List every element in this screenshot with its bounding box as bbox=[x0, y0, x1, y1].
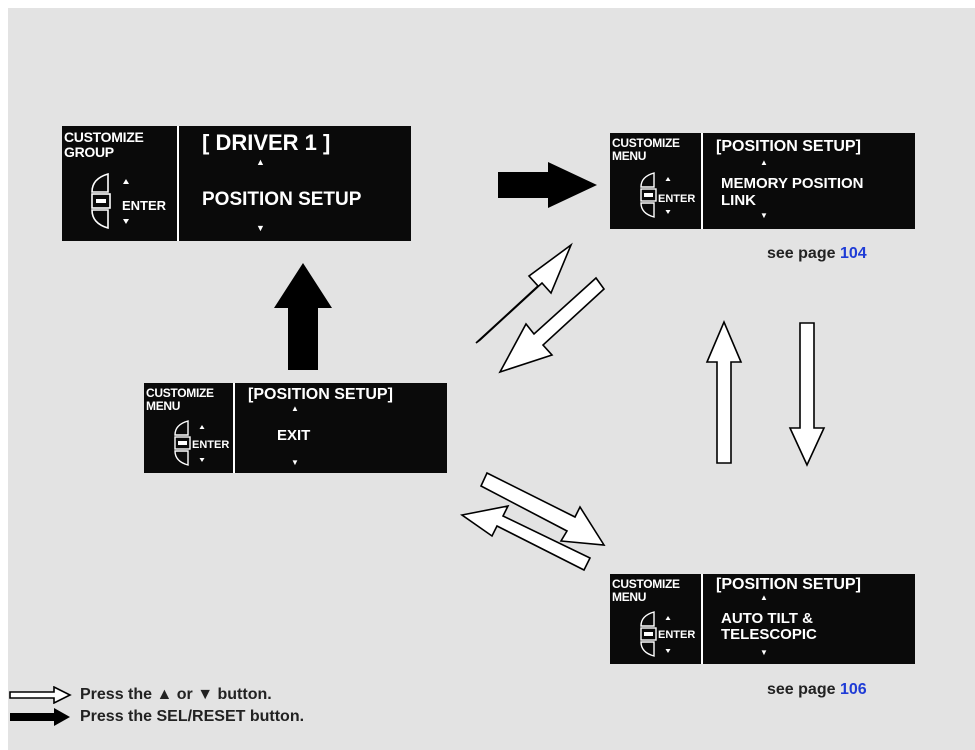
customize-label: CUSTOMIZE MENU bbox=[612, 578, 680, 603]
legend-hollow-text: Press the ▲ or ▼ button. bbox=[80, 686, 272, 703]
enter-label: ENTER bbox=[658, 193, 696, 205]
hollow-down-arrow-icon bbox=[788, 322, 826, 467]
customize-label-line1: CUSTOMIZE bbox=[612, 577, 680, 591]
selector-knob-icon bbox=[174, 420, 205, 466]
panel-left-section: CUSTOMIZE MENU ENTER bbox=[144, 383, 235, 473]
up-triangle-icon: ▲ bbox=[256, 157, 265, 167]
up-triangle-icon: ▲ bbox=[291, 404, 299, 413]
customize-label-line1: CUSTOMIZE bbox=[146, 386, 214, 400]
down-triangle-icon: ▼ bbox=[256, 223, 265, 233]
page-number-link[interactable]: 106 bbox=[839, 681, 867, 698]
panel-left-section: CUSTOMIZE GROUP ENTER bbox=[62, 126, 179, 241]
legend-hollow-arrow: Press the ▲ or ▼ button. bbox=[8, 686, 272, 704]
menu-item-line2: TELESCOPIC bbox=[721, 626, 817, 643]
solid-arrow-legend-icon bbox=[10, 708, 70, 726]
screen-title: [POSITION SETUP] bbox=[716, 138, 861, 155]
see-page-104: see page 104 bbox=[767, 245, 867, 263]
exit-screen: CUSTOMIZE MENU ENTER [POSITION SETUP] ▲ … bbox=[144, 383, 447, 473]
enter-label: ENTER bbox=[122, 198, 167, 213]
hollow-arrow-memory-to-exit-icon bbox=[498, 276, 606, 374]
see-page-106: see page 106 bbox=[767, 681, 867, 699]
memory-position-link-screen: CUSTOMIZE MENU ENTER [POSITION SETUP] ▲ … bbox=[610, 133, 915, 229]
down-triangle-icon: ▼ bbox=[760, 648, 768, 657]
driver-1-screen: CUSTOMIZE GROUP ENTER [ DRIVER 1 ] ▲ POS… bbox=[62, 126, 411, 241]
menu-item-text: POSITION SETUP bbox=[202, 189, 362, 210]
customize-label-line2: GROUP bbox=[64, 143, 114, 160]
solid-right-arrow-icon bbox=[498, 162, 597, 208]
panel-left-section: CUSTOMIZE MENU ENTER bbox=[610, 133, 703, 229]
legend-solid-text: Press the SEL/RESET button. bbox=[80, 708, 305, 725]
hollow-arrow-legend-icon bbox=[9, 686, 72, 704]
menu-item-line2: LINK bbox=[721, 192, 756, 209]
selector-knob-icon bbox=[640, 611, 671, 657]
customize-label-line2: MENU bbox=[146, 398, 181, 413]
up-triangle-icon: ▲ bbox=[760, 593, 768, 602]
screen-title: [ DRIVER 1 ] bbox=[202, 130, 331, 155]
down-triangle-icon: ▼ bbox=[291, 458, 299, 467]
customize-label: CUSTOMIZE GROUP bbox=[64, 130, 144, 159]
enter-label: ENTER bbox=[192, 439, 230, 451]
selector-knob-icon bbox=[91, 172, 129, 230]
menu-item-text: EXIT bbox=[277, 427, 311, 444]
customize-label-line2: MENU bbox=[612, 148, 647, 163]
selector-knob-icon bbox=[640, 172, 671, 218]
up-triangle-icon: ▲ bbox=[760, 158, 768, 167]
hollow-arrow-tilt-to-exit-icon bbox=[459, 504, 592, 572]
customize-label-line1: CUSTOMIZE bbox=[612, 136, 680, 150]
see-page-prefix: see page bbox=[767, 245, 836, 262]
page-number-link[interactable]: 104 bbox=[839, 245, 867, 262]
hollow-up-arrow-icon bbox=[705, 319, 743, 464]
see-page-prefix: see page bbox=[767, 681, 836, 698]
customize-label-line2: MENU bbox=[612, 589, 647, 604]
hollow-arrow-exit-to-tilt-icon bbox=[479, 471, 606, 546]
hollow-arrow-exit-to-memory-icon bbox=[475, 242, 573, 344]
legend-solid-arrow: Press the SEL/RESET button. bbox=[8, 708, 304, 726]
solid-up-arrow-icon bbox=[274, 263, 332, 370]
screen-title: [POSITION SETUP] bbox=[248, 386, 393, 403]
customize-label: CUSTOMIZE MENU bbox=[146, 387, 214, 412]
customize-label-line1: CUSTOMIZE bbox=[64, 129, 144, 145]
menu-item-line1: MEMORY POSITION bbox=[721, 175, 864, 192]
screen-title: [POSITION SETUP] bbox=[716, 576, 861, 593]
customize-label: CUSTOMIZE MENU bbox=[612, 137, 680, 162]
menu-item-line1: AUTO TILT & bbox=[721, 610, 813, 627]
panel-left-section: CUSTOMIZE MENU ENTER bbox=[610, 574, 703, 664]
enter-label: ENTER bbox=[658, 629, 696, 641]
down-triangle-icon: ▼ bbox=[760, 211, 768, 220]
auto-tilt-telescopic-screen: CUSTOMIZE MENU ENTER [POSITION SETUP] ▲ … bbox=[610, 574, 915, 664]
